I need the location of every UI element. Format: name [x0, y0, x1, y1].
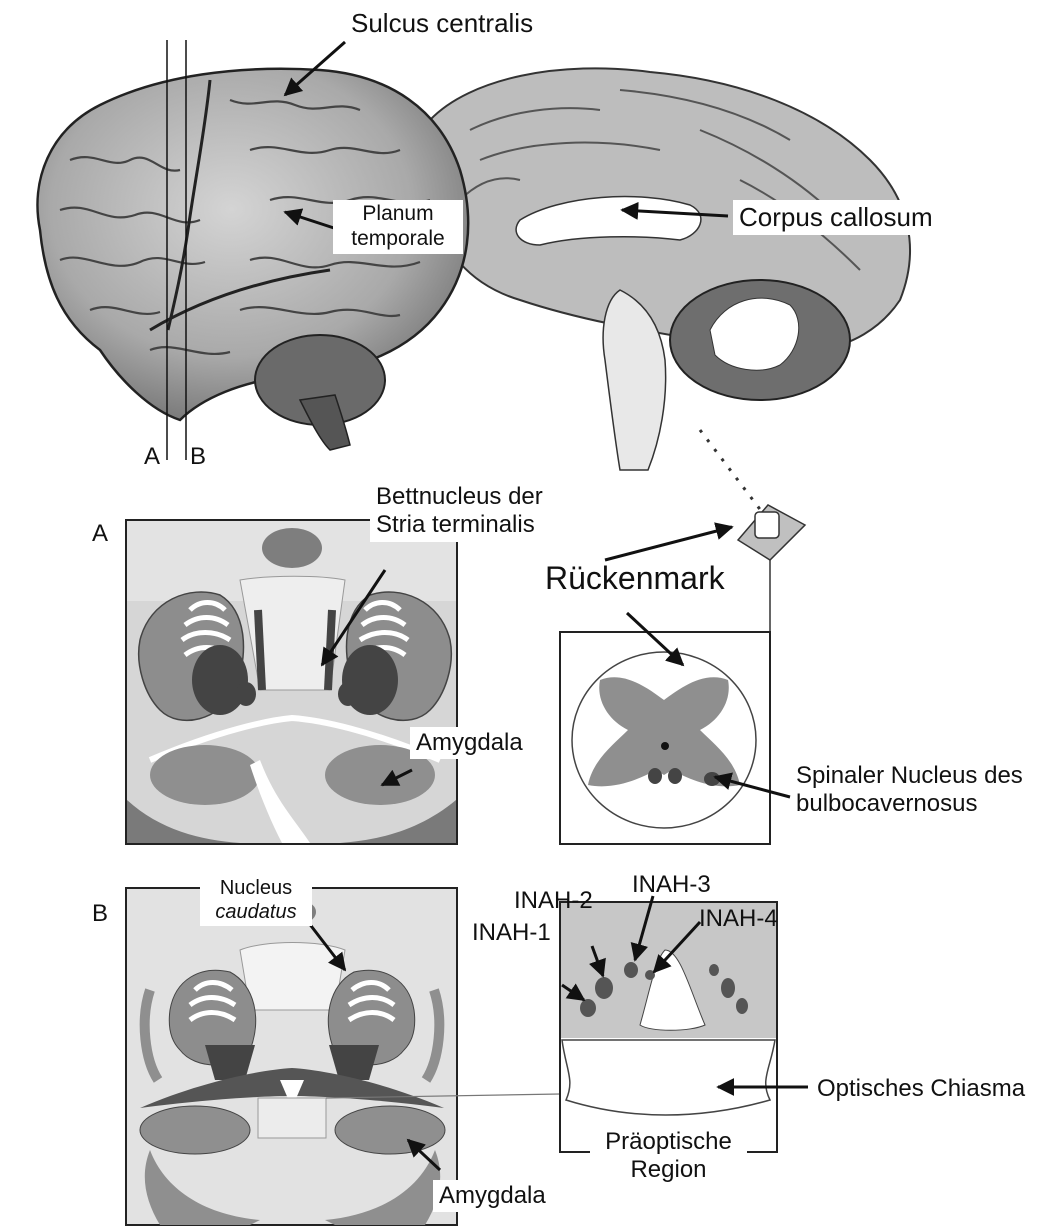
label-spinaler-nucleus: Spinaler Nucleus des bulbocavernosus	[796, 762, 1023, 819]
label-bettnucleus-line1: Bettnucleus der	[376, 483, 543, 511]
inah-3-nucleus	[624, 962, 638, 978]
preoptic-region-panel	[560, 902, 777, 1152]
label-panel-a: A	[92, 520, 108, 548]
label-praeoptische-line1: Präoptische	[596, 1128, 741, 1156]
label-sulcus-centralis: Sulcus centralis	[345, 6, 539, 41]
label-amygdala-b: Amygdala	[433, 1180, 552, 1212]
label-nucleus-caudatus: Nucleus caudatus	[200, 875, 312, 926]
dotted-connector-icon	[700, 430, 762, 512]
spinal-segment-icon	[738, 505, 805, 560]
label-inah-4: INAH-4	[699, 905, 778, 933]
label-planum-line2: temporale	[339, 227, 457, 252]
label-inah-1: INAH-1	[472, 919, 551, 947]
panel-b-coronal-section	[126, 888, 457, 1225]
label-praeoptische-region: Präoptische Region	[590, 1126, 747, 1187]
label-bettnucleus: Bettnucleus der Stria terminalis	[370, 481, 549, 542]
inah-2-nucleus	[595, 977, 613, 999]
label-inah-3: INAH-3	[632, 871, 711, 899]
label-section-b: B	[190, 443, 206, 471]
label-section-a: A	[144, 443, 160, 471]
spinal-cord-panel	[560, 632, 770, 844]
central-canal	[661, 742, 669, 750]
label-panel-b: B	[92, 900, 108, 928]
label-planum-line1: Planum	[339, 202, 457, 227]
arrow-icon	[605, 527, 732, 560]
label-spinaler-line1: Spinaler Nucleus des	[796, 762, 1023, 790]
label-planum-temporale: Planum temporale	[333, 200, 463, 254]
label-nucleus-line1: Nucleus	[206, 877, 306, 901]
label-amygdala-a: Amygdala	[410, 727, 529, 759]
label-bettnucleus-line2: Stria terminalis	[376, 511, 543, 539]
fornix-top-a	[262, 528, 322, 568]
label-praeoptische-line2: Region	[596, 1156, 741, 1184]
panel-a-coronal-section	[126, 520, 457, 844]
label-rueckenmark: Rückenmark	[545, 560, 725, 598]
inah-1-nucleus	[580, 999, 596, 1017]
label-corpus-callosum: Corpus callosum	[733, 200, 939, 235]
label-inah-2: INAH-2	[514, 887, 593, 915]
label-optisches-chiasma: Optisches Chiasma	[817, 1075, 1025, 1103]
label-spinaler-line2: bulbocavernosus	[796, 790, 1023, 818]
sagittal-brain-illustration	[430, 68, 910, 470]
label-nucleus-line2: caudatus	[206, 901, 306, 925]
lateral-brain-illustration	[38, 69, 469, 450]
